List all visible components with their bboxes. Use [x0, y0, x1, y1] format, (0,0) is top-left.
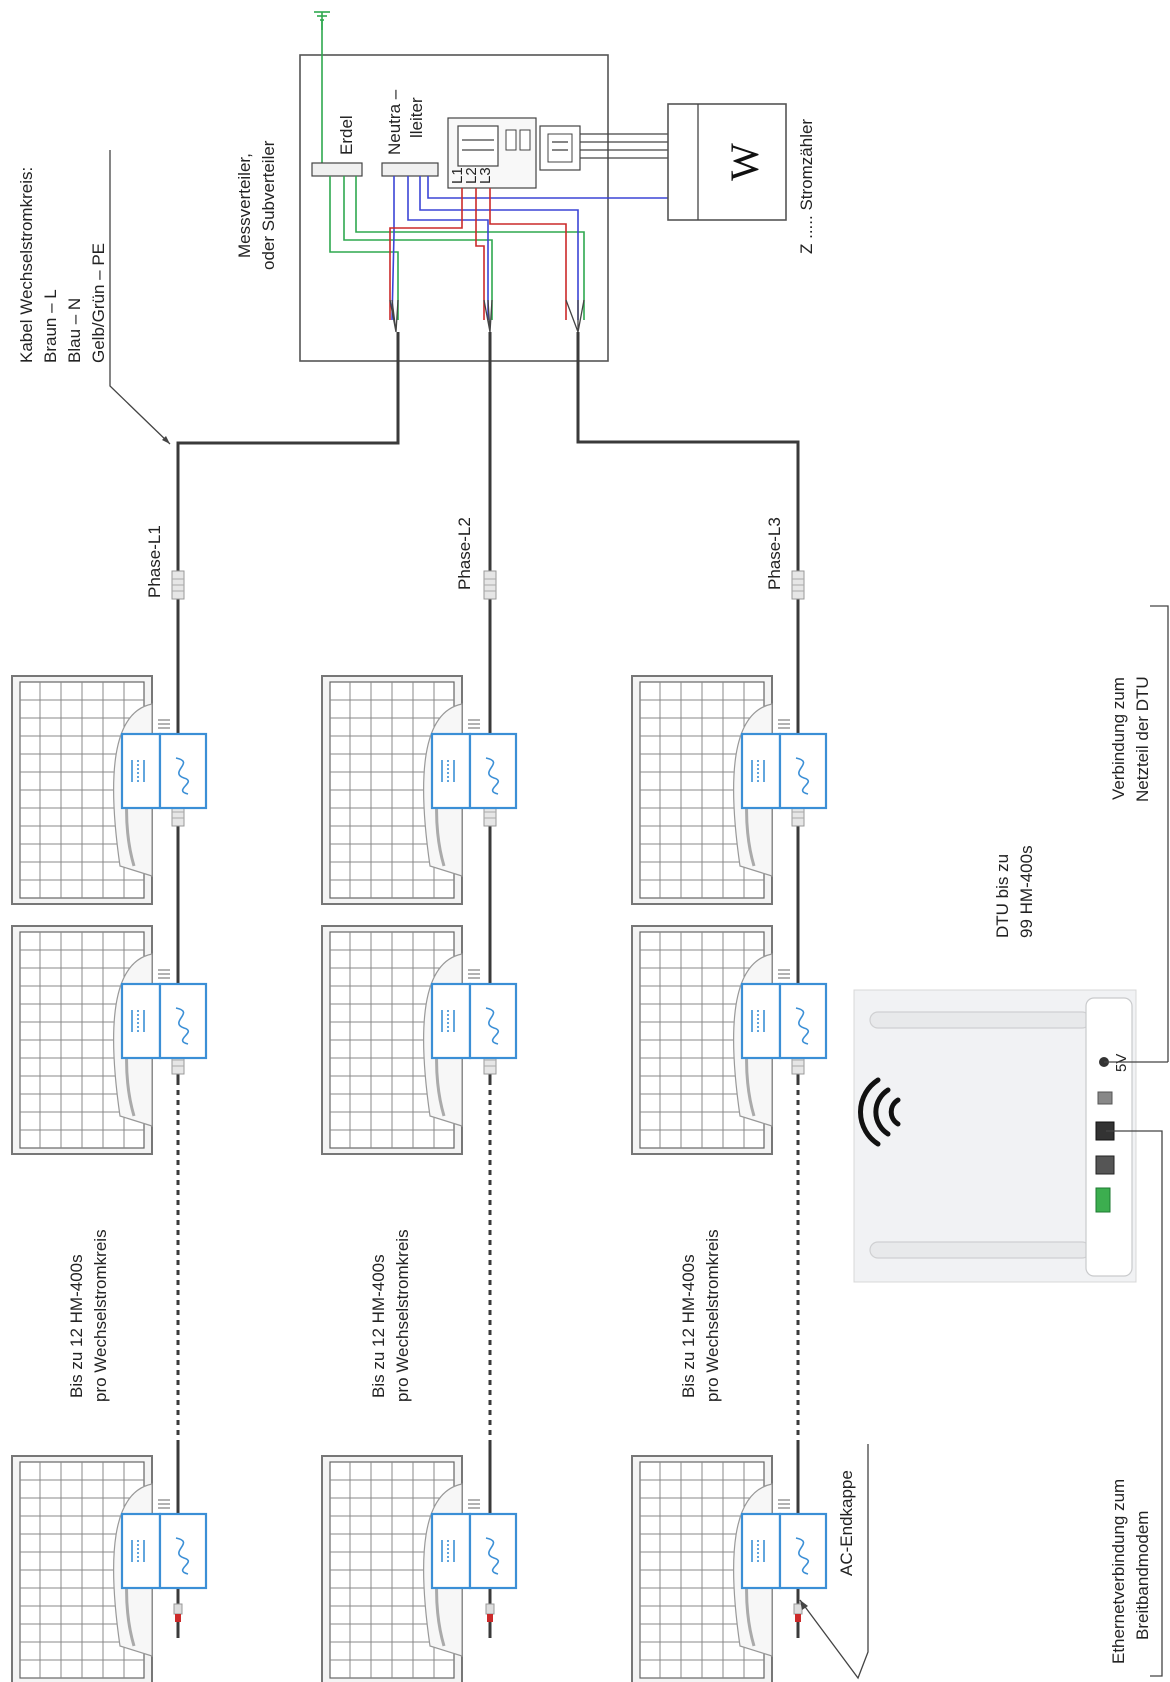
dtu-device: 5V — [853, 989, 1137, 1283]
string-l3-label-1: Bis zu 12 HM-400s — [679, 1254, 698, 1398]
terminal-l2-label: L2 — [463, 167, 480, 184]
antenna-top — [869, 1011, 1091, 1029]
meter-label: Z ..... Stromzähler — [797, 119, 816, 254]
usb-port — [1097, 1091, 1113, 1105]
string-l2-label-2: pro Wechselstromkreis — [393, 1229, 412, 1402]
cable-blue-label: Blau – N — [65, 298, 84, 363]
panel-l2-n — [320, 1454, 518, 1682]
labels: Kabel Wechselstromkreis: Braun – L Blau … — [17, 89, 1152, 1664]
panel-l2-2 — [320, 924, 518, 1156]
ground-icon — [314, 11, 330, 165]
meter-symbol: W — [722, 143, 767, 181]
terminal-l3-label: L3 — [477, 167, 494, 184]
phase-l3-label: Phase-L3 — [765, 517, 784, 590]
neutral-terminal-bar — [381, 162, 439, 177]
ethernet-label-2: Breitbandmodem — [1133, 1511, 1152, 1640]
string-l1-label-1: Bis zu 12 HM-400s — [67, 1254, 86, 1398]
cable-brown-label: Braun – L — [41, 289, 60, 363]
ethernet-port-2 — [1095, 1155, 1115, 1175]
distributor-label-2: oder Subverteiler — [259, 140, 278, 270]
ac-endcap-label: AC-Endkappe — [837, 1470, 856, 1576]
neutral-label-1: Neutra – — [385, 89, 404, 155]
distributor-enclosure — [299, 54, 609, 362]
solar-modules — [10, 674, 828, 1682]
wifi-icon — [858, 1077, 901, 1147]
distributor-label-1: Messverteiler, — [235, 153, 254, 258]
terminal-l1-label: L1 — [449, 167, 466, 184]
port-5v-label: 5V — [1113, 1054, 1130, 1072]
string-l1-label-2: pro Wechselstromkreis — [91, 1229, 110, 1402]
dtu-conn-label-1: Verbindung zum — [1109, 677, 1128, 800]
antenna-bottom — [869, 1241, 1091, 1259]
string-l2-label-1: Bis zu 12 HM-400s — [369, 1254, 388, 1398]
dtu-label-1: DTU bis zu — [993, 854, 1012, 938]
neutral-label-2: lleiter — [407, 97, 426, 138]
phase-l2-label: Phase-L2 — [455, 517, 474, 590]
dtu-label-2: 99 HM-400s — [1017, 845, 1036, 938]
string-l3-label-2: pro Wechselstromkreis — [703, 1229, 722, 1402]
distribution-box: L1 L2 L3 — [299, 11, 668, 362]
electricity-meter: W — [667, 103, 787, 221]
ethernet-label-1: Ethernetverbindung zum — [1109, 1479, 1128, 1664]
earth-terminal-bar — [311, 162, 363, 177]
phase-l1-label: Phase-L1 — [145, 525, 164, 598]
cable-pe-label: Gelb/Grün – PE — [89, 243, 108, 363]
panel-l2-1 — [320, 674, 518, 906]
pointer-lines — [109, 150, 869, 1680]
dtu-conn-label-2: Netzteil der DTU — [1133, 676, 1152, 802]
dtu-connections — [1104, 605, 1169, 1677]
earth-label: Erdel — [337, 115, 356, 155]
cable-title-label: Kabel Wechselstromkreis: — [17, 167, 36, 363]
terminal-block — [1095, 1187, 1111, 1213]
